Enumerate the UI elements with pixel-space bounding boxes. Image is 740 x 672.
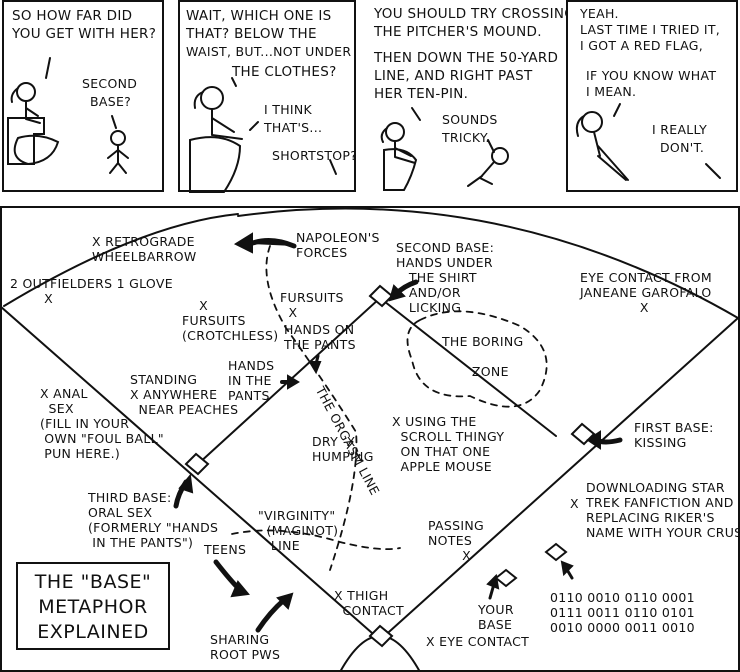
- label-downloading-x: x: [570, 496, 579, 511]
- label-retrograde-wheelbarrow: x Retrograde wheelbarrow: [92, 234, 197, 264]
- label-sharing-root-pws: Sharing root PWs: [210, 632, 281, 662]
- speech-reply: Second: [82, 76, 138, 91]
- label-dry-humping: Dry x humping: [312, 434, 374, 464]
- title-line-1: The "Base": [34, 571, 152, 593]
- speech-question-2: that? Below the: [186, 26, 317, 42]
- speech-reply-2: don't.: [660, 140, 705, 155]
- label-passing-notes: Passing notes x: [428, 518, 484, 563]
- speech-reply-2: base?: [90, 94, 132, 109]
- speech-advice-2: the pitcher's mound.: [374, 24, 542, 40]
- dashed-lines: [231, 245, 548, 571]
- speech-question: Wait, which one is: [186, 8, 332, 24]
- speech-reply-2: tricky.: [442, 130, 490, 145]
- speech-advice-3: Then down the 50-yard: [374, 50, 559, 66]
- label-teens: Teens: [204, 542, 247, 557]
- title-line-3: explained: [37, 621, 149, 643]
- comic-panel-2: Wait, which one is that? Below the waist…: [178, 0, 358, 192]
- label-scroll-thingy: x Using the scroll thingy on that one Ap…: [392, 414, 505, 474]
- arrows: [173, 232, 623, 633]
- label-your-base: Your base: [478, 602, 514, 632]
- panel2-figures: [189, 77, 337, 193]
- label-second-base: Second base: hands under the shirt and/o…: [396, 240, 495, 315]
- speech-question-2: you get with her?: [12, 26, 157, 42]
- speech-line-2: Last time I tried it,: [580, 22, 721, 37]
- speech-question-3: waist, but...not under: [186, 44, 352, 59]
- speech-reply: Sounds: [442, 112, 498, 127]
- speech-reply-3: Shortstop?: [272, 148, 358, 163]
- label-virginity-line: "Virginity" (Maginot) line: [258, 508, 339, 553]
- speech-advice: You should try crossing: [374, 6, 576, 22]
- speech-line-4: if you know what: [586, 68, 717, 83]
- label-eye-contact: x Eye contact: [426, 634, 530, 649]
- label-boring-zone: The boring zone: [442, 334, 524, 379]
- label-anal-sex: x anal sex (fill in your own "foul ball"…: [40, 386, 164, 461]
- label-first-base: First base: kissing: [634, 420, 714, 450]
- label-hands-in-pants: Hands in the pants: [228, 358, 275, 403]
- speech-reply-2: that's...: [264, 120, 323, 135]
- speech-line: Yeah.: [580, 6, 619, 21]
- speech-reply: I think: [264, 102, 313, 117]
- speech-reply: I really: [652, 122, 708, 137]
- label-third-base: Third base: oral sex (formerly "hands in…: [88, 490, 219, 550]
- comic-panel-1: So how far did you get with her? Second …: [2, 0, 164, 192]
- label-outfielders-glove: 2 outfielders 1 glove x: [10, 276, 173, 306]
- label-fursuits: Fursuits x: [280, 290, 344, 320]
- panel1-figures: [7, 57, 129, 174]
- title-line-2: metaphor: [38, 596, 148, 618]
- label-hands-on-pants: Hands on the pants: [284, 322, 356, 352]
- panel4-figures: [575, 103, 721, 181]
- comic-panel-4: Yeah. Last time I tried it, I got a red …: [566, 0, 738, 192]
- diagram-title-box: The "Base" metaphor explained: [16, 562, 170, 650]
- speech-advice-4: line, and right past: [374, 68, 533, 84]
- speech-question: So how far did: [12, 8, 133, 24]
- speech-question-4: the clothes?: [232, 64, 337, 80]
- label-eye-contact-janeane: Eye contact from Janeane Garofalo x: [580, 270, 712, 315]
- speech-line-5: I mean.: [586, 84, 637, 99]
- panel3-figures: [380, 107, 509, 191]
- label-binary: 0110 0010 0110 0001 0111 0011 0110 0101 …: [550, 590, 695, 635]
- speech-advice-5: her ten-pin.: [374, 86, 469, 102]
- label-fursuits-crotchless: x Fursuits (crotchless): [182, 298, 279, 343]
- label-standing-near-peaches: Standing x anywhere near peaches: [130, 372, 239, 417]
- label-thigh-contact: x Thigh contact: [334, 588, 404, 618]
- label-napoleons-forces: Napoleon's forces: [296, 230, 380, 260]
- label-downloading-fanfiction: Downloading Star Trek fanfiction and rep…: [586, 480, 740, 540]
- speech-line-3: I got a red flag,: [580, 38, 704, 53]
